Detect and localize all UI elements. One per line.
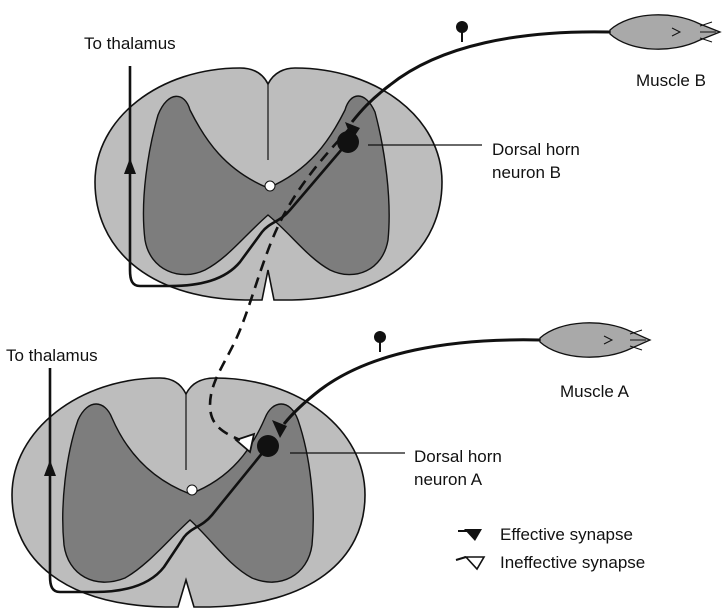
legend-effective-label: Effective synapse bbox=[500, 525, 633, 544]
legend-ineffective-label: Ineffective synapse bbox=[500, 553, 645, 572]
muscle-a-icon bbox=[540, 323, 650, 357]
central-canal-a bbox=[187, 485, 197, 495]
legend-ineffective-synapse-icon bbox=[466, 557, 484, 569]
neuron-b-soma-icon bbox=[337, 131, 359, 153]
label-to-thalamus-top: To thalamus bbox=[84, 34, 176, 53]
label-muscle-b: Muscle B bbox=[636, 71, 706, 90]
label-neuron-b-line1: Dorsal horn bbox=[492, 140, 580, 159]
neuron-a-soma-icon bbox=[257, 435, 279, 457]
legend: Effective synapse Ineffective synapse bbox=[456, 525, 645, 572]
spinal-segment-a bbox=[12, 378, 365, 607]
label-neuron-a-line2: neuron A bbox=[414, 470, 483, 489]
muscle-b-icon bbox=[610, 15, 720, 49]
label-neuron-a-line1: Dorsal horn bbox=[414, 447, 502, 466]
spinal-segment-b bbox=[95, 68, 442, 300]
label-muscle-a: Muscle A bbox=[560, 382, 630, 401]
central-canal-b bbox=[265, 181, 275, 191]
legend-ineffective-tail-icon bbox=[456, 557, 466, 560]
label-to-thalamus-bottom: To thalamus bbox=[6, 346, 98, 365]
label-neuron-b-line2: neuron B bbox=[492, 163, 561, 182]
